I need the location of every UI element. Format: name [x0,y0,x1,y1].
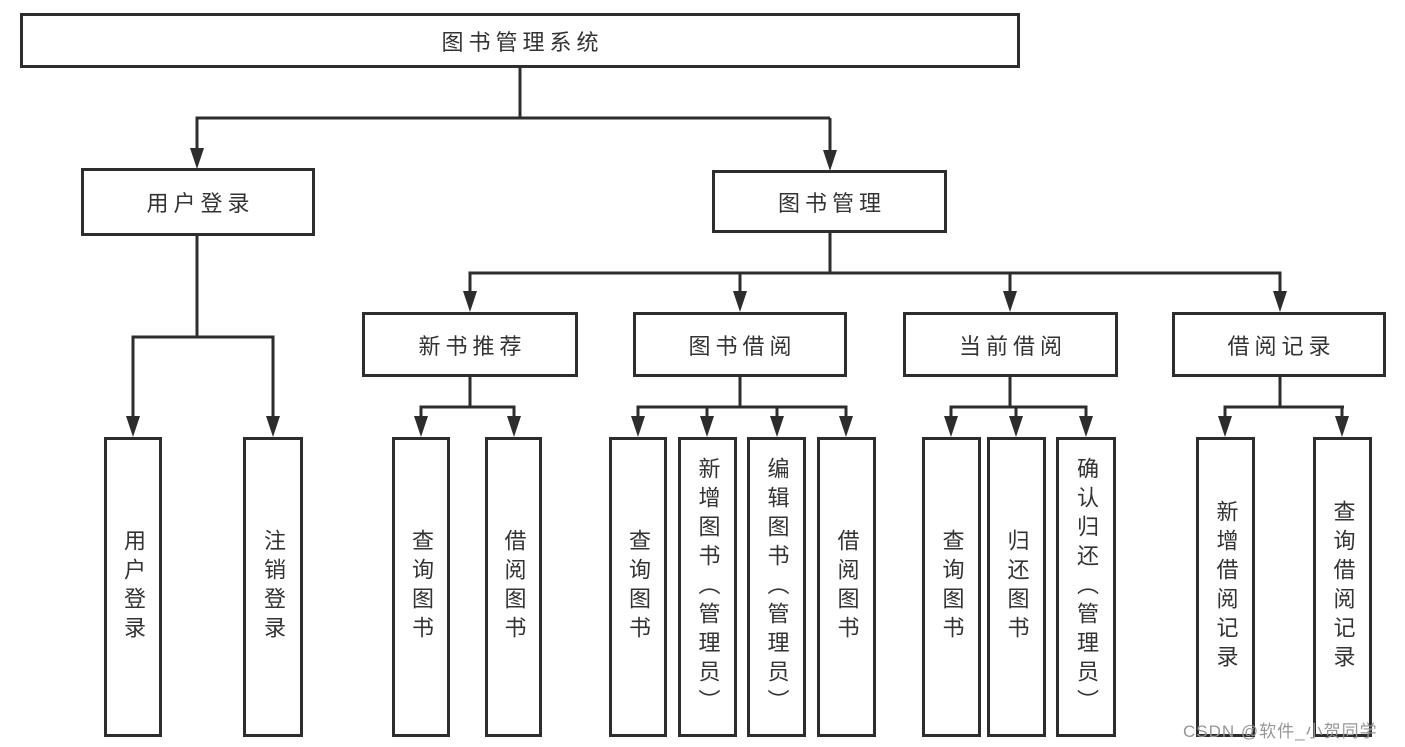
node-label: 查询图书 [409,529,434,645]
arrowhead [733,291,747,312]
node-current-borrowing: 当前借阅 [903,312,1118,377]
leaf-return-books: 归还图书 [987,437,1046,737]
arrowhead [944,416,958,437]
leaf-add-books-admin: 新增图书（管理员） [678,437,737,737]
node-label: 新增借阅记录 [1213,500,1239,674]
connector-arrowheads [126,148,1349,437]
node-label: 新增图书（管理员） [695,456,721,718]
arrowhead [507,416,521,437]
node-label: 编辑图书（管理员） [764,456,790,718]
leaf-borrow-books: 借阅图书 [817,437,876,737]
node-label: 归还图书 [1004,529,1030,645]
node-borrowing-records: 借阅记录 [1172,312,1386,377]
node-label: 借阅图书 [834,529,860,645]
connector-bookmgmt-to-level3 [468,233,1282,307]
node-label: 借阅记录 [1227,333,1336,359]
arrowhead [770,416,784,437]
connector-borrow-to-leaves [636,377,848,432]
leaf-query-books-newbook: 查询图书 [392,437,450,737]
connector-root-to-level2 [195,68,832,166]
connector-records-to-leaves [1223,377,1344,432]
leaf-confirm-return-admin: 确认归还（管理员） [1056,437,1116,737]
node-book-management-module: 图书管理 [712,170,947,233]
node-label: 查询图书 [626,529,651,645]
connector-userlogin-to-leaves [131,236,275,432]
leaf-add-borrow-record: 新增借阅记录 [1196,437,1255,737]
node-label: 查询图书 [939,529,965,645]
leaf-user-login: 用户登录 [104,437,162,737]
node-label: 图书管理系统 [441,29,604,55]
arrowhead [266,416,280,437]
node-label: 确认归还（管理员） [1074,456,1099,718]
arrowhead [631,416,645,437]
arrowhead [839,416,853,437]
node-label: 用户登录 [121,529,146,645]
node-book-borrowing: 图书借阅 [633,312,847,377]
node-label: 借阅图书 [501,529,527,645]
arrowhead [1335,416,1349,437]
arrowhead [1273,291,1287,312]
arrowhead [823,150,837,171]
arrowhead [463,291,477,312]
arrowhead [190,148,204,169]
arrowhead [126,416,140,437]
node-new-book-recommend: 新书推荐 [362,312,578,377]
node-label: 注销登录 [261,529,286,645]
node-system-root: 图书管理系统 [20,13,1020,68]
node-label: 图书借阅 [688,333,797,359]
arrowhead [700,416,714,437]
node-label: 当前借阅 [958,333,1067,359]
connector-lines [131,68,1344,432]
leaf-query-borrow-record: 查询借阅记录 [1313,437,1372,737]
leaf-borrow-books-newbook: 借阅图书 [485,437,542,737]
node-label: 查询借阅记录 [1330,500,1356,674]
node-label: 新书推荐 [418,333,527,359]
arrowhead [414,416,428,437]
arrowhead [1009,416,1023,437]
node-user-login-module: 用户登录 [81,168,315,236]
arrowhead [1003,291,1017,312]
leaf-edit-books-admin: 编辑图书（管理员） [747,437,806,737]
leaf-query-books-current: 查询图书 [922,437,981,737]
arrowhead [1218,416,1232,437]
connector-newbook-to-leaves [419,377,516,432]
arrowhead [1079,416,1093,437]
node-label: 用户登录 [146,191,255,216]
watermark: CSDN @软件_小贺同学 [1183,722,1378,741]
leaf-query-books-borrow: 查询图书 [609,437,667,737]
node-label: 图书管理 [777,190,886,216]
leaf-logout: 注销登录 [243,437,303,737]
